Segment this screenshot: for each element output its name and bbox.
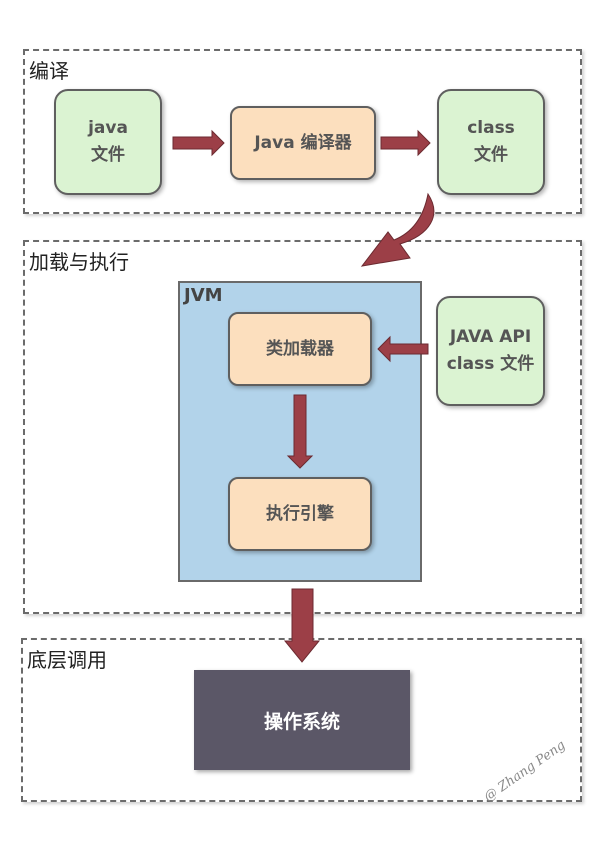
compile-section-label: 编译: [29, 59, 69, 83]
load-execute-section-label: 加载与执行: [29, 250, 129, 274]
java-file-node: java 文件: [54, 89, 162, 195]
low-level-section-label: 底层调用: [27, 648, 107, 672]
arrow-loader-to-engine: [286, 394, 314, 469]
arrow-jvm-to-os: [283, 588, 321, 663]
operating-system-node: 操作系统: [194, 670, 410, 770]
execution-engine-node: 执行引擎: [228, 477, 372, 551]
arrow-compiler-to-class: [380, 129, 431, 157]
arrow-api-to-loader: [377, 335, 429, 363]
compile-section: 编译: [23, 49, 582, 214]
java-api-class-file-node: JAVA API class 文件: [436, 296, 545, 406]
class-file-node: class 文件: [437, 89, 545, 195]
class-loader-node: 类加载器: [228, 312, 372, 386]
jvm-label: JVM: [184, 285, 223, 306]
java-compiler-node: Java 编译器: [230, 106, 376, 180]
arrow-class-to-jvm: [360, 192, 435, 267]
arrow-java-to-compiler: [172, 129, 225, 157]
